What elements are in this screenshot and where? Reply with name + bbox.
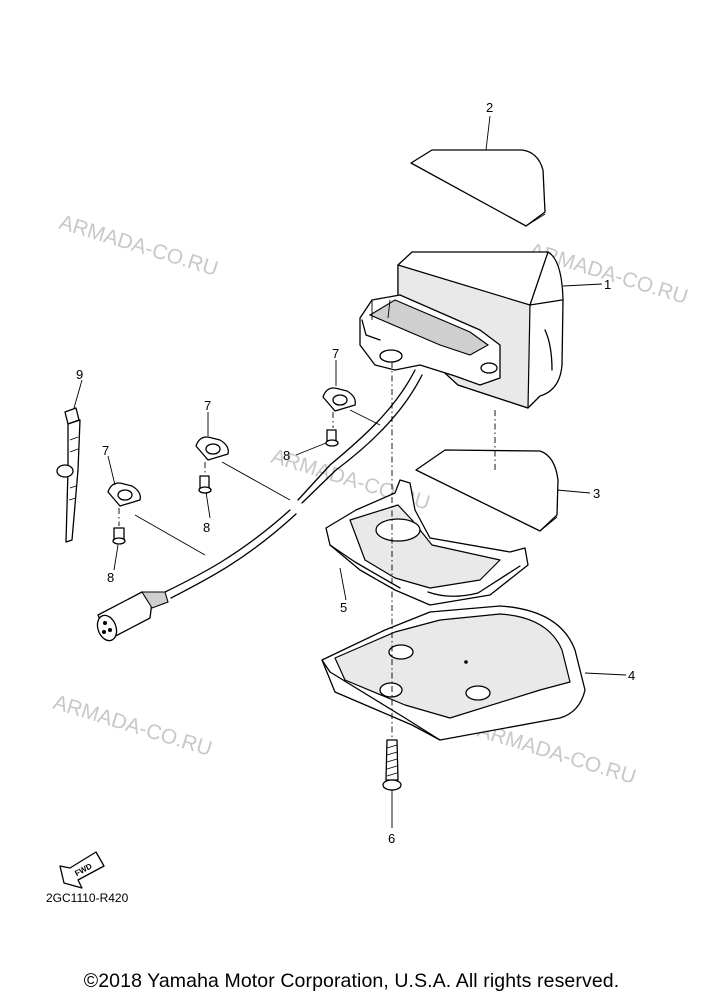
part-8-screw-c <box>325 429 339 447</box>
callout-8: 8 <box>203 520 210 535</box>
part-8-screw-b <box>198 475 212 494</box>
part-7-clamp-b <box>195 436 229 461</box>
part-9-cable-tie <box>56 407 81 543</box>
callout-8: 8 <box>107 570 114 585</box>
part-8-screw-a <box>112 527 126 545</box>
part-2-pad <box>410 149 546 227</box>
part-7-clamp-a <box>107 482 141 507</box>
part-6-screw <box>382 739 402 791</box>
wire-harness <box>96 369 423 642</box>
watermark: ARMADA-CO.RU <box>57 211 221 281</box>
part-5-gasket <box>325 479 529 606</box>
callout-5: 5 <box>340 600 347 615</box>
leader-lines <box>73 115 627 828</box>
part-1-housing <box>359 251 564 409</box>
fwd-arrow-icon: FWD <box>59 851 105 889</box>
callout-7: 7 <box>332 346 339 361</box>
callout-6: 6 <box>388 831 395 846</box>
callout-9: 9 <box>76 367 83 382</box>
callout-7: 7 <box>204 398 211 413</box>
assembly-lines <box>118 362 496 740</box>
part-3-pad <box>415 449 559 532</box>
callout-7: 7 <box>102 443 109 458</box>
part-4-case <box>321 605 586 741</box>
copyright: ©2018 Yamaha Motor Corporation, U.S.A. A… <box>83 970 620 992</box>
callout-4: 4 <box>628 668 635 683</box>
callout-2: 2 <box>486 100 493 115</box>
callout-3: 3 <box>593 486 600 501</box>
callout-8: 8 <box>283 448 290 463</box>
part-7-clamp-c <box>322 387 356 412</box>
watermark: ARMADA-CO.RU <box>51 691 215 761</box>
callout-1: 1 <box>604 277 611 292</box>
callouts: 2 1 3 4 5 6 7 7 7 8 8 8 9 <box>76 100 635 846</box>
part-code: 2GC1110-R420 <box>46 891 129 905</box>
